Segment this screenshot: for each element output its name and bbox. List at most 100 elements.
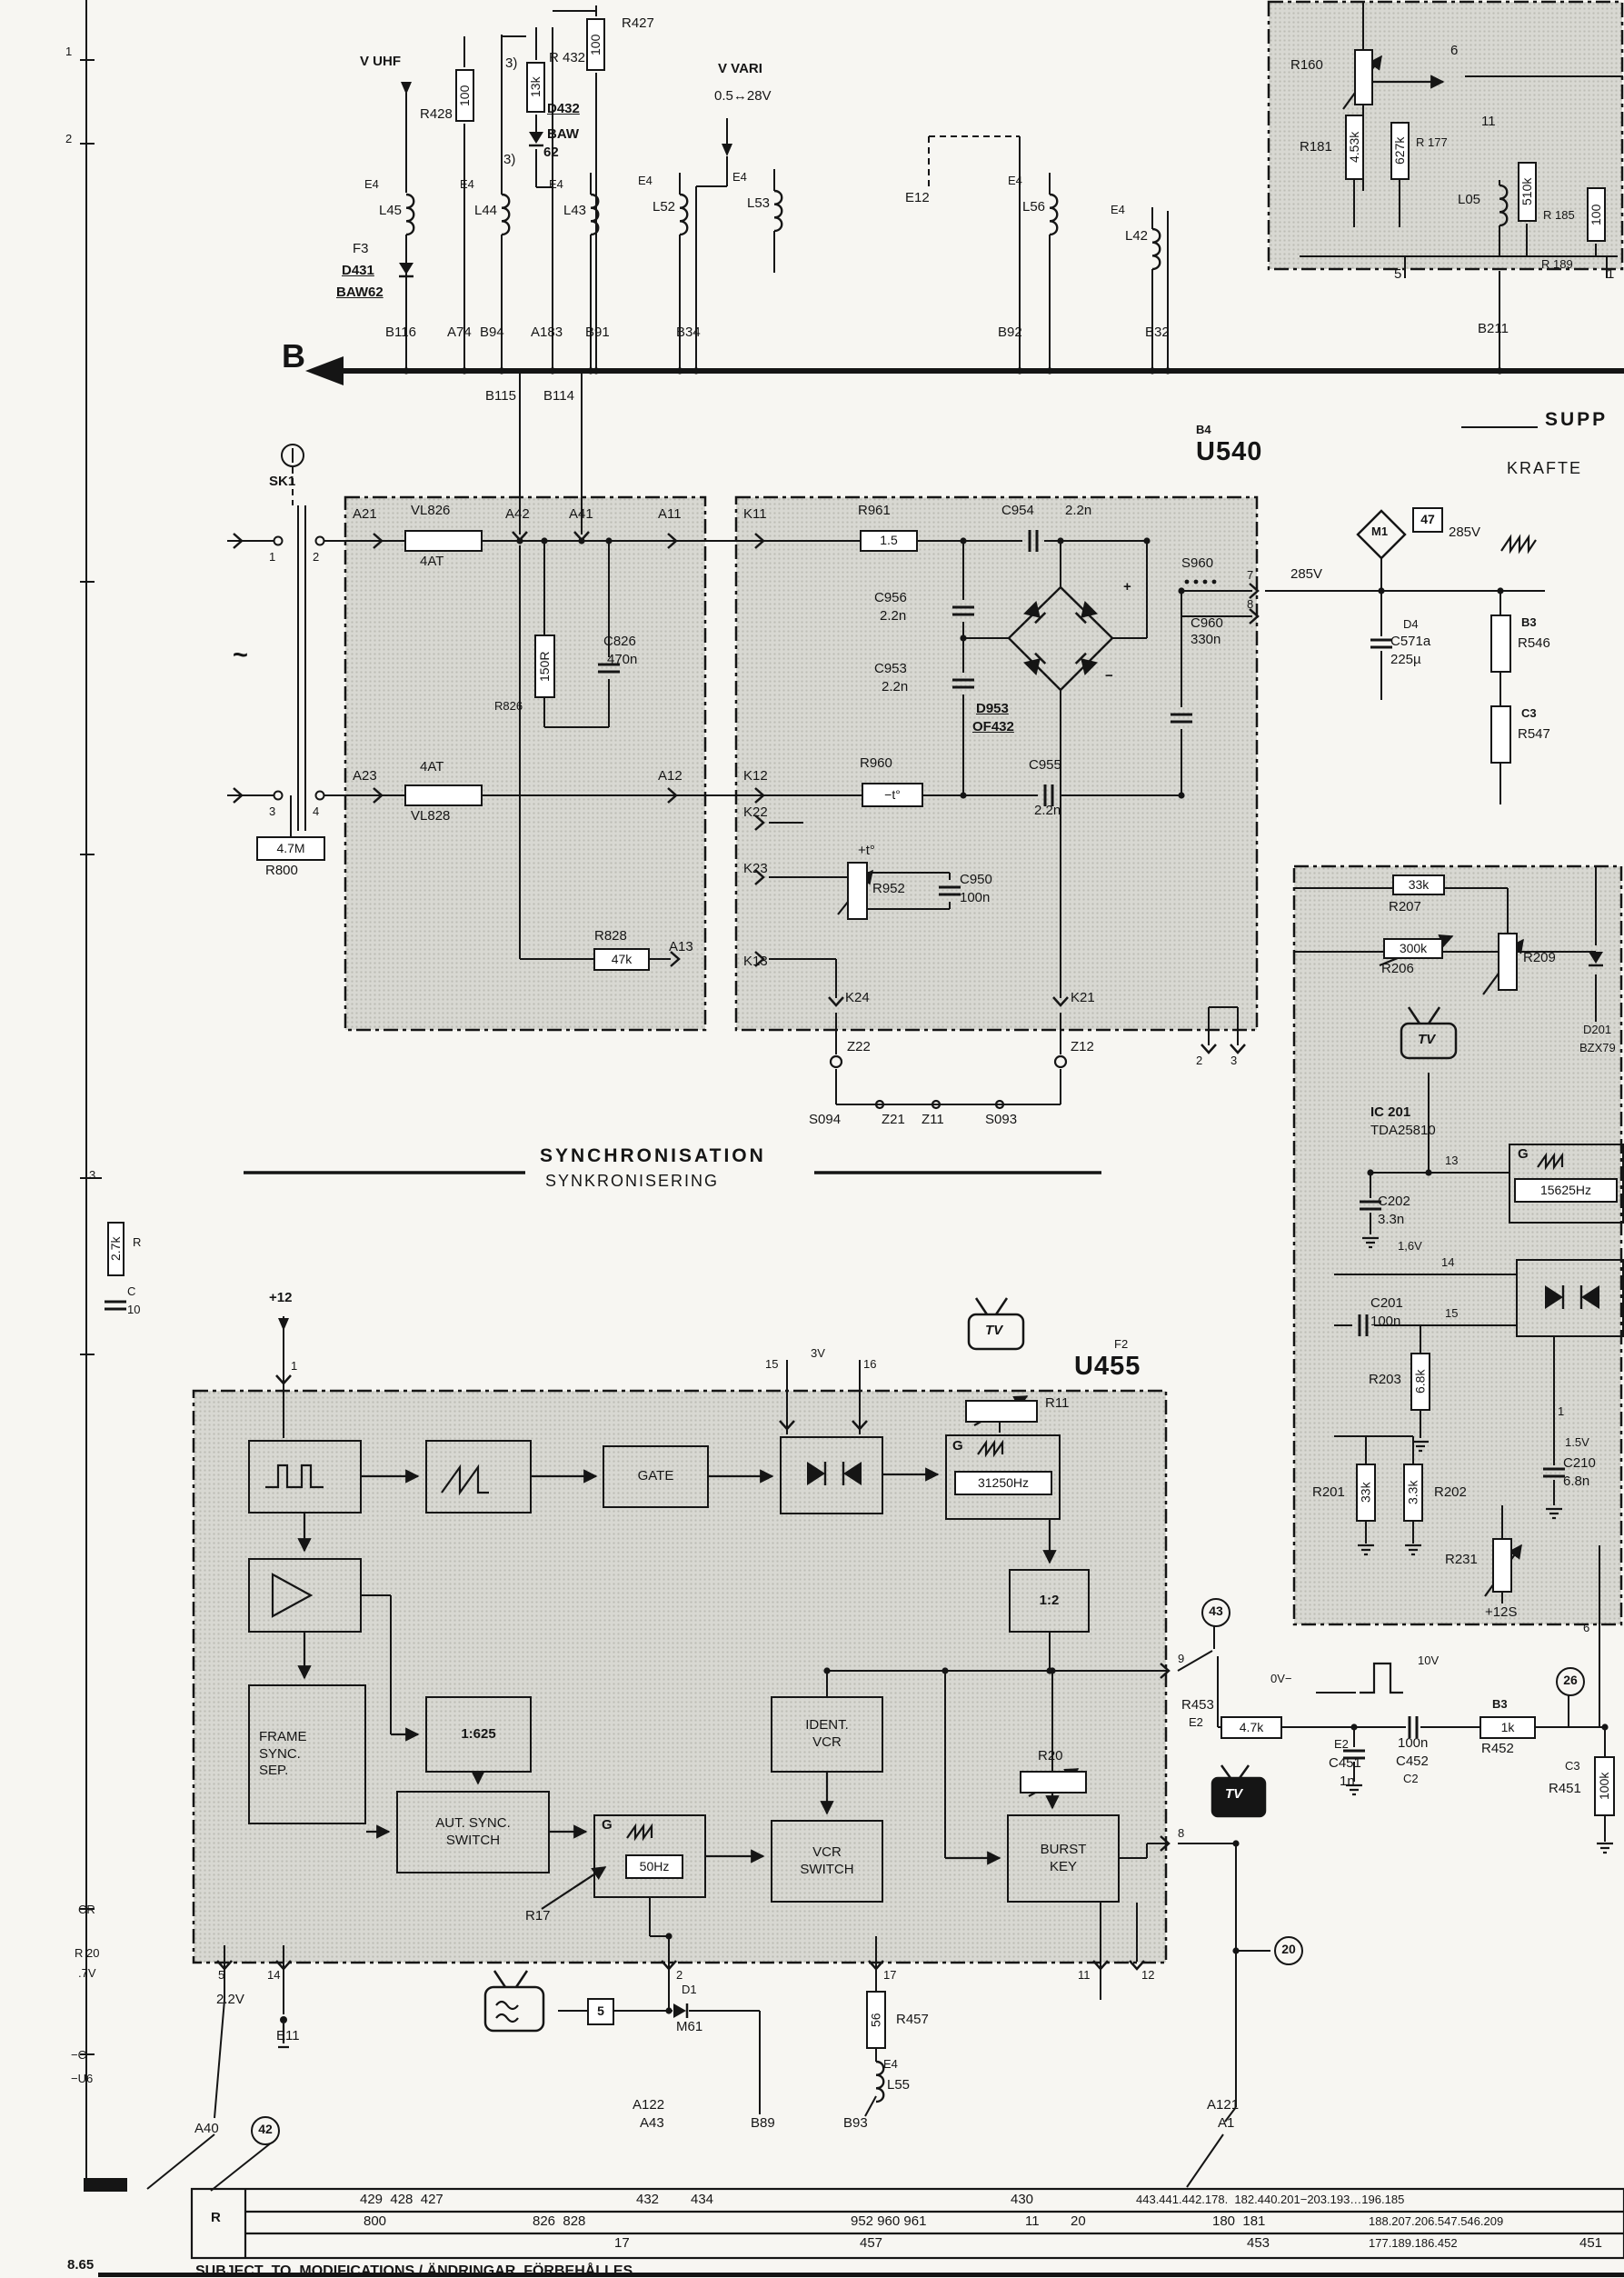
b34-label: B34 (676, 325, 701, 340)
c452-val: 100n (1398, 1735, 1429, 1751)
e11-label: E11 (276, 2028, 300, 2043)
pin-3-b: 3 (1230, 1054, 1238, 1067)
a11-label: A11 (658, 506, 682, 522)
table-r3-c1: 17 (614, 2235, 630, 2251)
c202-label: C202 (1378, 1194, 1410, 1209)
r160-label: R160 (1290, 57, 1323, 73)
s094-label: S094 (809, 1112, 842, 1127)
a1-label: A1 (1218, 2115, 1235, 2131)
r547-label: R547 (1518, 726, 1550, 742)
m47-box: 47 (1412, 507, 1443, 533)
c571-label: C571a (1390, 634, 1431, 649)
r952-label: R952 (872, 881, 905, 896)
a41-label: A41 (569, 506, 593, 522)
r206-label: R206 (1381, 961, 1414, 976)
d432-type2: 62 (543, 145, 559, 160)
sk1-pin2: 2 (313, 550, 320, 564)
d432-type1: BAW (547, 126, 579, 142)
vuhf-arrow (401, 82, 412, 95)
z21-label: Z21 (882, 1112, 905, 1127)
d4-label: D4 (1403, 617, 1419, 631)
l56-label: L56 (1022, 199, 1046, 215)
margin-mark (84, 2178, 127, 2192)
z-links (829, 1054, 1068, 1110)
block-ramp (425, 1440, 532, 1514)
ic-pin15: 15 (1445, 1306, 1459, 1320)
table-r2-c4: 11 (1025, 2213, 1040, 2229)
d1-label: D1 (682, 1983, 697, 1996)
r185-label: R 185 (1543, 208, 1575, 222)
table-r3-c5: 451 (1579, 2235, 1603, 2251)
b92-label: B92 (998, 325, 1022, 340)
fuse-vl828-box (404, 784, 483, 806)
block-aut-sync: AUT. SYNC. SWITCH (396, 1791, 550, 1873)
k24-label: K24 (845, 990, 870, 1005)
r800-box: 4.7M (256, 836, 325, 861)
r546-box (1490, 614, 1511, 673)
table-r3-c2: 457 (860, 2235, 883, 2251)
table-r1-c1: 429 428 427 (360, 2192, 443, 2207)
conn-43: 43 (1201, 1598, 1230, 1627)
a40-label: A40 (194, 2121, 219, 2136)
v0-label: 0V− (1270, 1672, 1292, 1685)
block-div2: 1:2 (1009, 1569, 1090, 1633)
r453-board: E2 (1189, 1715, 1203, 1729)
c826-val: 470n (607, 652, 638, 667)
b32-label: B32 (1145, 325, 1170, 340)
u540-board: B4 (1196, 423, 1211, 436)
note-3a: 3) (505, 55, 518, 71)
bus-b-label: B (282, 337, 305, 375)
u455-pin2: 2 (676, 1968, 683, 1982)
table-r2-c1: 800 (364, 2213, 387, 2229)
pin-8: 8 (1247, 597, 1254, 611)
block-vcr-switch: VCR SWITCH (771, 1820, 883, 1903)
b114-label: B114 (543, 388, 574, 404)
r428-box: 100 (455, 69, 474, 122)
edge-r-box: 2.7k (107, 1222, 125, 1276)
d201-type: BZX79 (1579, 1041, 1616, 1054)
sk1-label: SK1 (269, 474, 296, 489)
l05-label: L05 (1458, 192, 1481, 207)
supply-title: SUPP (1545, 409, 1609, 430)
v3-label: 3V (811, 1346, 825, 1360)
r427-label: R427 (622, 15, 654, 31)
r427-box: 100 (586, 18, 605, 71)
r203-label: R203 (1369, 1372, 1401, 1387)
r960-label: R960 (860, 755, 892, 771)
a12-label: A12 (658, 768, 682, 784)
b91-label: B91 (585, 325, 610, 340)
b93-label: B93 (843, 2115, 868, 2131)
conn-42: 42 (251, 2116, 280, 2145)
v1-6: 1,6V (1398, 1239, 1422, 1253)
r546-label: R546 (1518, 635, 1550, 651)
e4-l53: E4 (732, 170, 747, 184)
conn-20: 20 (1274, 1936, 1303, 1965)
l52-label: L52 (653, 199, 676, 215)
table-r2-c6: 180 181 (1212, 2213, 1266, 2229)
a121-label: A121 (1207, 2097, 1240, 2113)
table-r2-c5: 20 (1071, 2213, 1086, 2229)
a74-label: A74 (447, 325, 472, 340)
k23-label: K23 (743, 861, 768, 876)
r547-board: C3 (1521, 706, 1537, 720)
vvari-arrow (722, 144, 732, 156)
mains-tilde: ~ (233, 641, 249, 670)
ic201-type: TDA25810 (1370, 1123, 1436, 1138)
a23-label: A23 (353, 768, 377, 784)
b211-label: B211 (1478, 321, 1509, 336)
r960-box: −t° (862, 783, 923, 807)
fuse-vl826-box (404, 530, 483, 552)
edge-10: 10 (127, 1303, 141, 1316)
c201-val: 100n (1370, 1314, 1401, 1329)
r828-box: 47k (593, 948, 650, 971)
tv3-label: TV (1225, 1786, 1243, 1802)
u455-pin12: 12 (1141, 1968, 1155, 1982)
r452-label: R452 (1481, 1741, 1514, 1756)
d1-5-box: 5 (587, 1998, 614, 2025)
r11-box (965, 1400, 1038, 1423)
r457-box: 56 (866, 1991, 886, 2049)
r452-board: B3 (1492, 1697, 1508, 1711)
u455-pin1: 1 (291, 1359, 298, 1373)
r209-label: R209 (1523, 950, 1556, 965)
